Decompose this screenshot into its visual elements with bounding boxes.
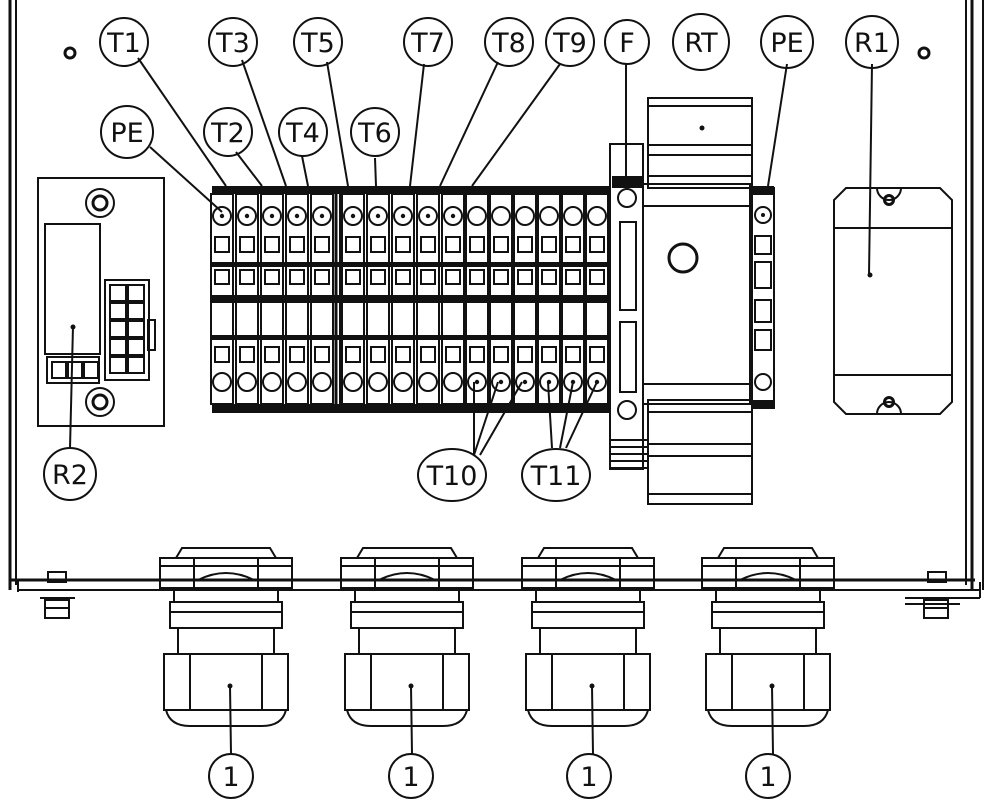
- screw-right: [905, 571, 960, 619]
- pe-terminal-right: [751, 186, 775, 409]
- callout-t9: T9: [545, 17, 595, 67]
- callout-t4: T4: [278, 107, 328, 157]
- svg-text:T1: T1: [106, 28, 141, 59]
- callout-gland-2: 1: [388, 753, 434, 799]
- enclosure: [8, 0, 984, 619]
- svg-text:T3: T3: [215, 28, 250, 59]
- terminal-block: [441, 193, 465, 405]
- mounting-hole-right: [917, 46, 931, 60]
- svg-text:T5: T5: [300, 28, 335, 59]
- svg-text:F: F: [619, 28, 635, 59]
- svg-text:T2: T2: [210, 118, 245, 149]
- callout-t8: T8: [484, 17, 534, 67]
- callout-t7: T7: [403, 17, 453, 67]
- terminal-block: [585, 193, 609, 405]
- terminal-strip: [210, 186, 610, 413]
- terminal-block: [341, 193, 365, 405]
- svg-text:T11: T11: [530, 461, 582, 492]
- terminal-block: [561, 193, 585, 405]
- svg-text:R1: R1: [854, 28, 890, 59]
- svg-text:PE: PE: [110, 118, 143, 149]
- callout-t5: T5: [293, 17, 343, 67]
- svg-text:T4: T4: [285, 118, 320, 149]
- r2-module: [37, 177, 165, 427]
- terminal-block: [210, 193, 234, 405]
- svg-text:RT: RT: [684, 28, 718, 59]
- rt-relay: [609, 97, 753, 505]
- callout-pe-left: PE: [100, 105, 154, 159]
- callout-t10: T10: [417, 448, 487, 502]
- callouts: T1 T3 T5 T7 T8 T9 F RT: [43, 13, 899, 799]
- terminal-block: [489, 193, 513, 405]
- cable-gland: [521, 547, 655, 755]
- svg-text:R2: R2: [52, 460, 88, 491]
- terminal-block: [310, 193, 334, 405]
- svg-text:1: 1: [580, 762, 597, 793]
- svg-text:T7: T7: [410, 28, 445, 59]
- callout-rt: RT: [672, 13, 730, 71]
- callout-pe-right: PE: [760, 15, 814, 69]
- svg-text:T9: T9: [552, 28, 587, 59]
- callout-gland-1: 1: [208, 753, 254, 799]
- r1-module: [833, 187, 953, 415]
- terminal-block: [391, 193, 415, 405]
- cable-gland: [701, 547, 835, 755]
- svg-text:1: 1: [402, 762, 419, 793]
- svg-text:T8: T8: [491, 28, 526, 59]
- mounting-hole-left: [63, 46, 77, 60]
- callout-t3: T3: [208, 17, 258, 67]
- callout-t2: T2: [203, 107, 253, 157]
- screw-left: [40, 571, 75, 619]
- callout-t1: T1: [99, 17, 149, 67]
- terminal-block: [235, 193, 259, 405]
- terminal-block: [260, 193, 284, 405]
- svg-text:T10: T10: [426, 461, 478, 492]
- svg-text:1: 1: [222, 762, 239, 793]
- callout-gland-3: 1: [566, 753, 612, 799]
- svg-text:1: 1: [759, 762, 776, 793]
- terminal-block: [465, 193, 489, 405]
- terminal-block: [416, 193, 440, 405]
- cable-glands: [159, 547, 835, 755]
- callout-t6: T6: [350, 107, 400, 157]
- callout-t11: T11: [521, 448, 591, 502]
- cable-gland: [159, 547, 293, 755]
- callout-gland-4: 1: [745, 753, 791, 799]
- callout-f: F: [604, 19, 650, 65]
- terminal-block: [285, 193, 309, 405]
- svg-text:T6: T6: [357, 118, 392, 149]
- leader-lines: [69, 57, 873, 456]
- callout-r2: R2: [43, 447, 97, 501]
- callout-r1: R1: [845, 15, 899, 69]
- svg-text:PE: PE: [770, 28, 803, 59]
- terminal-block: [366, 193, 390, 405]
- terminal-block: [513, 193, 537, 405]
- cable-gland: [340, 547, 474, 755]
